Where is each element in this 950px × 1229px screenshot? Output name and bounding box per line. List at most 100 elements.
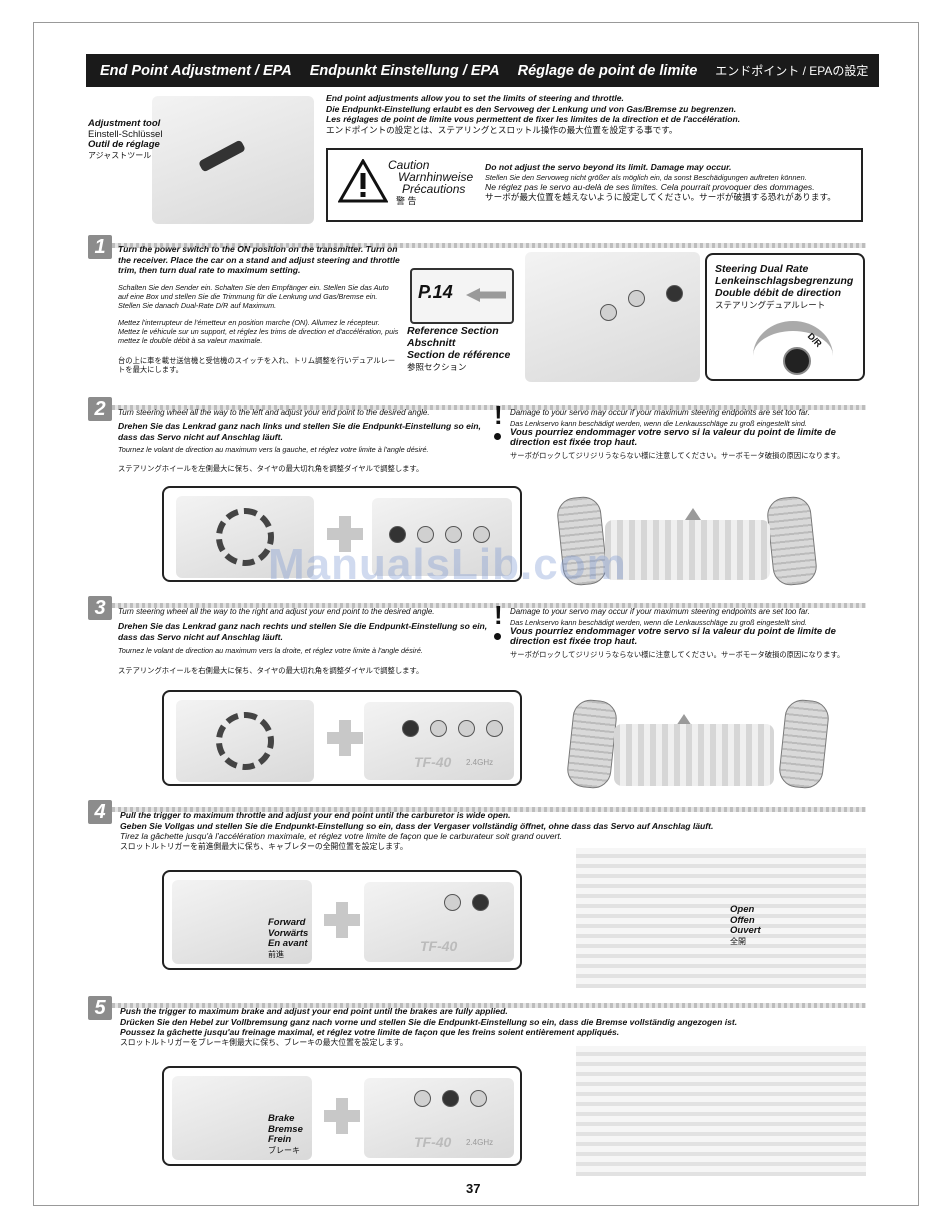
step3-warn-fr: Vous pourriez endommager votre servo si … [510,625,836,648]
dr-label-de: Lenkeinschlagsbegrenzung [715,275,854,287]
brake-label-de: Bremse [268,1123,303,1135]
tx-band-label: 2.4GHz [466,758,494,767]
ref-label-fr: Section de référence [407,349,511,361]
step4-text-fr: Tirez la gâchette jusqu'à l'accélération… [120,831,563,842]
caution-jp: サーボが最大位置を越えないように設定してください。サーボが破損する恐れがあります… [485,192,836,203]
tool-label-jp: アジャストツール [88,150,152,160]
step2-panel [162,486,522,582]
ref-label-de: Abschnitt [407,337,456,349]
title-en: End Point Adjustment / EPA [100,62,292,79]
intro-text: End point adjustments allow you to set t… [326,93,866,135]
dual-rate-label: Steering Dual Rate Lenkeinschlagsbegrenz… [715,263,853,311]
st-knob [600,304,617,321]
step2-text-fr: Tournez le volant de direction au maximu… [118,445,429,454]
aux2-dial-icon [486,720,503,737]
step2-text-de: Drehen Sie das Lenkrad ganz nach links u… [118,421,481,442]
caution-title-en: Caution [388,158,430,172]
step3-panel: TF-40 2.4GHz [162,690,522,786]
brake-label-jp: ブレーキ [268,1145,300,1155]
dr-knob-small [666,285,683,302]
plus-icon [327,720,363,756]
section-title-bar: End Point Adjustment / EPA Endpunkt Eins… [86,54,879,87]
st-dial-icon [444,894,461,911]
step3-text-jp: ステアリングホイールを右側最大に保ち、タイヤの最大切れ角を調整ダイヤルで調整しま… [118,666,424,675]
step3-text-en: Turn steering wheel all the way to the r… [118,607,435,616]
trigger-illustration [172,1076,312,1160]
step3-number: 3 [88,596,112,620]
step5-dial-panel [364,1078,514,1158]
step5-text-jp: スロットルトリガーをブレーキ側最大に保ち、ブレーキの最大位置を設定します。 [120,1037,408,1047]
title-jp: エンドポイント / EPAの設定 [715,64,869,78]
step3-bullet [494,633,501,640]
st-dial-icon [402,720,419,737]
intro-en: End point adjustments allow you to set t… [326,93,624,103]
open-label-fr: Ouvert [730,925,761,936]
plus-icon [327,516,363,552]
tool-label-de: Einstell-Schlüssel [88,128,163,140]
step4-dial-panel [364,882,514,962]
trigger-illustration [172,880,312,964]
forward-label-de: Vorwärts [268,927,309,939]
transmitter-illustration [152,96,314,224]
tool-label-en: Adjustment tool [88,118,161,129]
dr-dial-icon[interactable] [783,347,811,375]
caution-title-fr: Précautions [402,182,466,196]
open-label: Open Offen Ouvert 全開 [730,904,761,947]
steering-wheel-icon [216,508,274,566]
dr-label-en: Steering Dual Rate [715,263,809,275]
step2-warning-mark: ! [494,400,503,430]
brake-label-en: Brake [268,1113,295,1124]
step4-text-jp: スロットルトリガーを前進側最大に保ち、キャブレターの全開位置を設定します。 [120,841,408,851]
plus-icon [324,902,360,938]
aux-dial-icon [458,720,475,737]
forward-label-fr: En avant [268,938,308,949]
step3-warning: Damage to your servo may occur if your m… [510,607,870,659]
step3-text-de: Drehen Sie das Lenkrad ganz nach rechts … [118,621,488,642]
arrow-left-icon [466,288,506,302]
step2-warn-jp: サーボがロックしてジリジリうならない様に注意してください。サーボモータ破損の原因… [510,450,845,460]
caution-fr: Ne réglez pas le servo au-delà de ses li… [485,181,815,192]
step2-warn-fr: Vous pourriez endommager votre servo si … [510,426,836,449]
step1-number: 1 [88,235,112,259]
chassis-illustration [605,520,770,580]
step5-text-de: Drücken Sie den Hebel zur Vollbremsung g… [120,1016,738,1027]
title-de: Endpunkt Einstellung / EPA [309,62,500,79]
page-frame [33,22,919,1206]
aux-dial-icon [470,1090,487,1107]
step3-rule [112,603,866,608]
step4-text-en: Pull the trigger to maximum throttle and… [120,810,511,820]
step5-text-fr: Poussez la gâchette jusqu'au freinage ma… [120,1027,620,1038]
step1-text-en: Turn the power switch to the ON position… [118,244,400,276]
tool-label-fr: Outil de réglage [88,139,160,150]
st-dial-icon [414,1090,431,1107]
dr-label-jp: ステアリングデュアルレート [715,300,826,310]
page-number: 37 [466,1181,481,1196]
reference-section-label: Reference Section Abschnitt Section de r… [407,325,510,373]
caution-de: Stellen Sie den Servoweg nicht größer al… [485,172,807,182]
step5-text: Push the trigger to maximum brake and ad… [120,1006,880,1048]
aux2-dial-icon [473,526,490,543]
step5-panel: Brake Bremse Frein ブレーキ TF-40 2.4GHz [162,1066,522,1166]
tx-model-label: TF-40 [414,1134,452,1150]
step4-text: Pull the trigger to maximum throttle and… [120,810,870,852]
reference-page: P.14 [418,282,453,302]
th-dial-icon [472,894,489,911]
step4-rule [112,807,866,812]
aux-dial-icon [445,526,462,543]
step5-rule [112,1003,866,1008]
step1-rule [112,243,866,248]
step2-text-jp: ステアリングホイールを左側最大に保ち、タイヤの最大切れ角を調整ダイヤルで調整しま… [118,464,424,473]
dr-dial-arc [753,321,833,379]
steering-wheel-icon [216,712,274,770]
step3-warning-mark: ! [494,600,503,630]
carburetor-linkage-illustration [576,848,866,988]
tx-model-label: TF-40 [420,938,458,954]
title-fr: Réglage de point de limite [517,62,698,79]
right-tire-illustration [765,494,819,588]
caution-title: Caution Warnhinweise Précautions 警 告 [388,159,473,207]
watermark: ManualsLib.com [268,540,627,589]
brake-label-fr: Frein [268,1134,292,1145]
step5-text-en: Push the trigger to maximum brake and ad… [120,1006,508,1016]
th-knob [628,290,645,307]
intro-jp: エンドポイントの設定とは、ステアリングとスロットル操作の最大位置を設定する事です… [326,124,678,135]
